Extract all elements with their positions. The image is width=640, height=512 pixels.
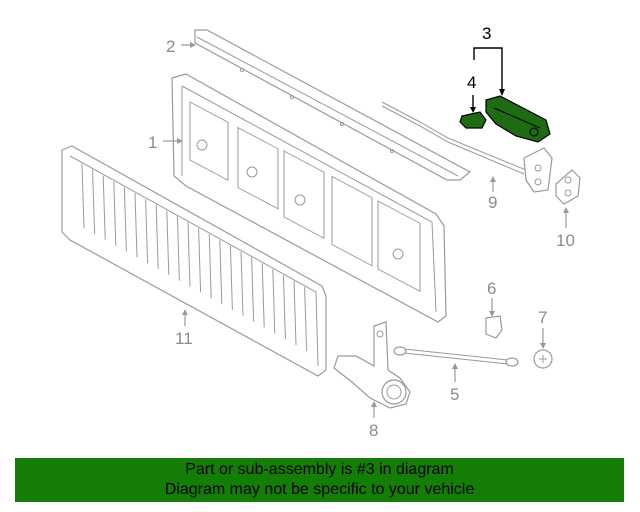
part-5-support-cable[interactable] [393, 346, 519, 367]
panel-rib [134, 193, 138, 258]
panel-rib [81, 163, 85, 229]
callout-8: 8 [369, 421, 378, 440]
part-4-highlight [459, 111, 487, 129]
panel-rib [293, 280, 297, 346]
part-11-tailgate-outer-panel[interactable] [61, 145, 327, 377]
callout-5: 5 [450, 385, 459, 404]
panel-rib [102, 175, 106, 240]
callout-2: 2 [166, 37, 175, 56]
part-6-clip[interactable] [485, 315, 503, 339]
panel-rib [155, 204, 159, 269]
panel-rib [113, 181, 117, 246]
callout-9: 9 [488, 193, 497, 212]
banner-line-2: Diagram may not be specific to your vehi… [164, 481, 475, 498]
parts-diagram: 2 1 3 4 9 10 6 7 5 8 11 [61, 24, 581, 440]
callout-1: 1 [148, 133, 157, 152]
panel-rib [272, 269, 276, 334]
part-1-tailgate-inner-panel[interactable] [171, 73, 447, 323]
panel-rib [145, 199, 149, 264]
panel-rib [229, 245, 233, 310]
info-banner: Part or sub-assembly is #3 in diagram Di… [15, 458, 624, 502]
panel-rib [176, 216, 180, 281]
panel-rib [198, 228, 202, 293]
panel-rib [166, 210, 170, 275]
part-4-bezel[interactable] [459, 111, 487, 129]
panel-rib [261, 263, 265, 328]
callout-7: 7 [538, 308, 547, 327]
part-3-handle-assembly[interactable] [485, 95, 551, 143]
panel-rib [282, 275, 286, 340]
part-7-bushing[interactable] [533, 349, 553, 369]
panel-rib [92, 169, 96, 234]
callout-leaders [163, 42, 569, 418]
callout-10: 10 [556, 231, 575, 250]
callout-4: 4 [467, 73, 476, 92]
part-10-bracket[interactable] [555, 169, 581, 205]
panel-rib [251, 257, 255, 322]
callout-3: 3 [482, 24, 491, 43]
panel-rib [187, 222, 191, 287]
panel-rib [123, 187, 127, 252]
part-2-top-rail[interactable] [194, 29, 472, 181]
banner-line-1: Part or sub-assembly is #3 in diagram [185, 461, 454, 478]
part-3-highlight [485, 95, 551, 143]
panel-rib [219, 240, 223, 305]
callout-6: 6 [487, 279, 496, 298]
part-9-latch-rod[interactable] [381, 101, 553, 193]
panel-rib [304, 286, 308, 351]
panel-rib [208, 234, 212, 299]
part-8-hinge[interactable] [333, 321, 411, 409]
panel-rib [240, 251, 244, 316]
callout-11: 11 [175, 329, 193, 348]
